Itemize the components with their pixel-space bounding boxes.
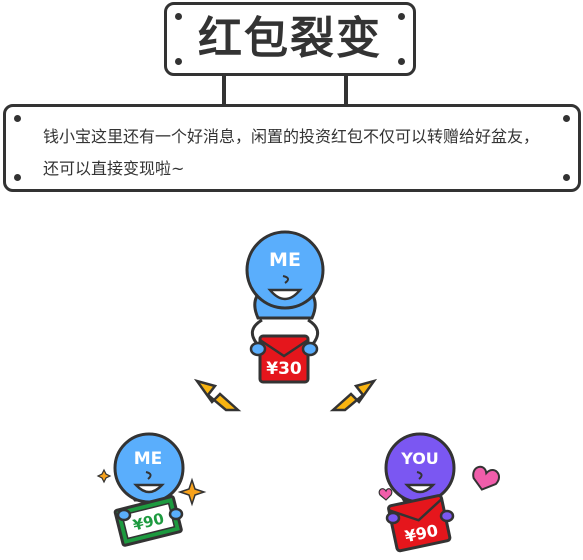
screw-icon bbox=[14, 174, 21, 181]
top-character-label: ME bbox=[269, 249, 301, 271]
sign-post bbox=[222, 73, 226, 107]
description-box: 钱小宝这里还有一个好消息，闲置的投资红包不仅可以转赠给好盆友，还可以直接变现啦~ bbox=[3, 104, 581, 192]
screw-icon bbox=[563, 115, 570, 122]
sign-post bbox=[344, 73, 348, 107]
screw-icon bbox=[398, 58, 405, 65]
arrow-down-left-icon bbox=[193, 378, 242, 412]
right-character-label: YOU bbox=[400, 449, 439, 468]
top-character: ME ¥30 bbox=[245, 230, 325, 384]
right-character: YOU ¥90 bbox=[378, 432, 501, 553]
description-text: 钱小宝这里还有一个好消息，闲置的投资红包不仅可以转赠给好盆友，还可以直接变现啦~ bbox=[43, 127, 540, 178]
top-character-head bbox=[245, 230, 325, 310]
screw-icon bbox=[563, 174, 570, 181]
screw-icon bbox=[398, 13, 405, 20]
left-character: ME ¥90 bbox=[96, 432, 207, 547]
sparkle-icon bbox=[96, 468, 112, 484]
heart-icon bbox=[378, 488, 393, 501]
arrow-down-right-icon bbox=[329, 378, 378, 412]
left-character-label: ME bbox=[134, 449, 163, 469]
red-envelope-icon: ¥90 bbox=[387, 494, 452, 553]
sparkle-icon bbox=[177, 477, 207, 507]
heart-icon bbox=[472, 465, 501, 491]
top-envelope-amount: ¥30 bbox=[266, 359, 302, 379]
title-sign: 红包裂变 bbox=[164, 2, 416, 76]
screw-icon bbox=[175, 58, 182, 65]
page-title: 红包裂变 bbox=[198, 13, 382, 64]
smile bbox=[267, 288, 303, 301]
screw-icon bbox=[14, 115, 21, 122]
screw-icon bbox=[175, 13, 182, 20]
